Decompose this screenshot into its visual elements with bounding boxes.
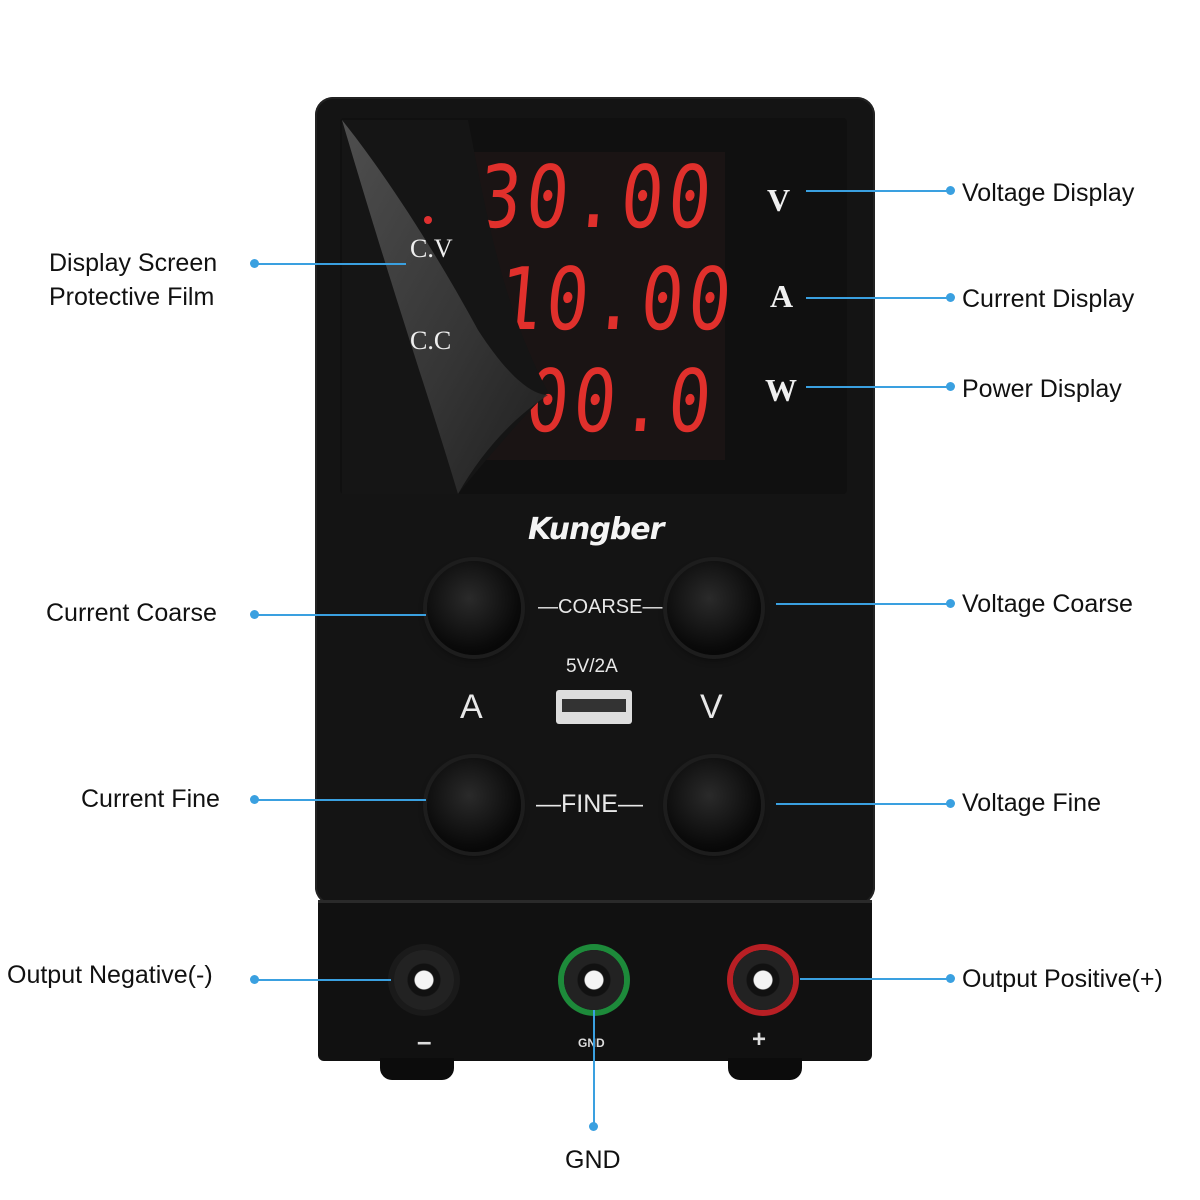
right-foot — [728, 1058, 802, 1080]
usb-port[interactable] — [556, 690, 632, 724]
voltage-coarse-dot — [946, 599, 955, 608]
power-unit: W — [765, 372, 797, 408]
voltage-coarse-leader — [776, 603, 951, 605]
film-callout-line2: Protective Film — [49, 283, 215, 311]
output-positive-dot — [946, 974, 955, 983]
current-display-leader — [806, 297, 951, 299]
output-negative-callout: Output Negative(-) — [7, 961, 213, 989]
coarse-label: —COARSE— — [538, 596, 663, 618]
voltage-fine-knob[interactable] — [667, 758, 761, 852]
fine-label: —FINE— — [536, 790, 643, 818]
positive-terminal-label: + — [752, 1026, 767, 1053]
power-display-callout: Power Display — [962, 375, 1122, 403]
cc-mode-label: C.C — [410, 326, 452, 355]
usb-rating-label: 5V/2A — [566, 656, 618, 677]
voltage-display-dot — [946, 186, 955, 195]
positive-terminal[interactable] — [733, 950, 793, 1010]
film-dot — [250, 259, 259, 268]
voltage-fine-callout: Voltage Fine — [962, 789, 1101, 817]
voltage-fine-leader — [776, 803, 951, 805]
gnd-callout: GND — [565, 1146, 621, 1174]
gnd-terminal-label: GND — [578, 1036, 605, 1050]
output-positive-callout: Output Positive(+) — [962, 965, 1163, 993]
cv-mode-label: C.V — [410, 234, 453, 263]
negative-terminal-label: – — [417, 1026, 432, 1056]
current-display-callout: Current Display — [962, 285, 1135, 313]
current-fine-dot — [250, 795, 259, 804]
power-display-dot — [946, 382, 955, 391]
voltage-coarse-knob[interactable] — [667, 561, 761, 655]
current-coarse-leader — [256, 614, 426, 616]
cv-indicator-led — [424, 216, 432, 224]
current-display-dot — [946, 293, 955, 302]
brand-logo: Kungber — [528, 512, 664, 547]
current-fine-leader — [256, 799, 426, 801]
current-knobs-letter: A — [460, 688, 483, 726]
output-negative-dot — [250, 975, 259, 984]
voltage-display-callout: Voltage Display — [962, 179, 1135, 207]
current-coarse-knob[interactable] — [427, 561, 521, 655]
voltage-display-leader — [806, 190, 951, 192]
voltage-unit: V — [767, 182, 791, 218]
current-fine-callout: Current Fine — [81, 785, 220, 813]
voltage-fine-dot — [946, 799, 955, 808]
gnd-terminal[interactable] — [564, 950, 624, 1010]
film-leader — [256, 263, 406, 265]
current-fine-knob[interactable] — [427, 758, 521, 852]
left-foot — [380, 1058, 454, 1080]
current-unit: A — [770, 278, 794, 314]
voltage-knobs-letter: V — [700, 688, 723, 726]
voltage-coarse-callout: Voltage Coarse — [962, 590, 1133, 618]
current-coarse-dot — [250, 610, 259, 619]
negative-terminal[interactable] — [394, 950, 454, 1010]
power-display-leader — [806, 386, 951, 388]
film-callout-line1: Display Screen — [49, 249, 218, 277]
gnd-leader — [593, 1010, 595, 1125]
gnd-dot — [589, 1122, 598, 1131]
output-negative-leader — [256, 979, 391, 981]
output-positive-leader — [800, 978, 950, 980]
current-coarse-callout: Current Coarse — [46, 599, 217, 627]
